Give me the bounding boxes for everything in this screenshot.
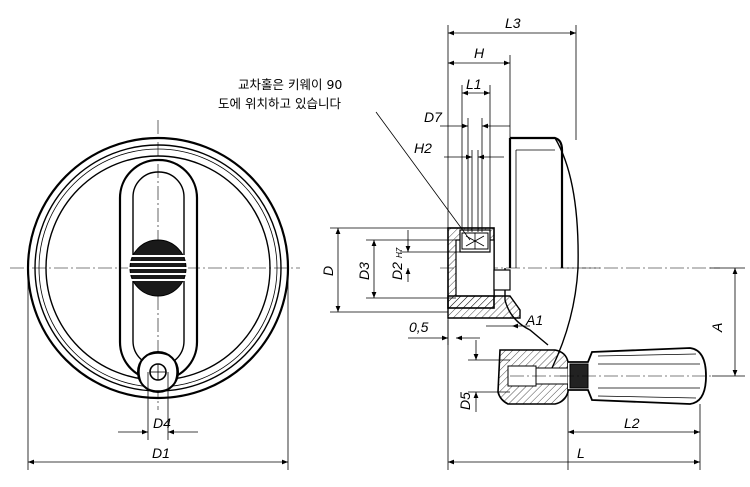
dim-label-d2-tolerance: H7 bbox=[395, 247, 404, 258]
dim-label-a1: A1 bbox=[525, 312, 543, 328]
dim-label-l2: L2 bbox=[624, 415, 640, 431]
dim-label-l1: L1 bbox=[466, 76, 482, 92]
hub-section bbox=[447, 227, 521, 319]
dim-label-d4: D4 bbox=[153, 415, 171, 431]
dim-label-a: A bbox=[709, 323, 725, 333]
front-view: D1 D4 bbox=[10, 120, 300, 470]
dim-label-l: L bbox=[577, 445, 585, 461]
dim-label-d: D bbox=[320, 266, 336, 276]
dim-label-h: H bbox=[474, 45, 485, 61]
dim-label-d7: D7 bbox=[424, 109, 443, 125]
dim-label-d1: D1 bbox=[152, 445, 170, 461]
rim-side-outline bbox=[508, 136, 564, 268]
hub-grooves bbox=[128, 239, 188, 297]
dim-label-d5: D5 bbox=[457, 392, 473, 410]
dim-label-d2: D2 bbox=[389, 262, 405, 280]
side-view: L3 H L1 D7 H2 교차홀은 키웨이 90 도에 위치하고 있습니다 D bbox=[218, 15, 745, 470]
rim-side-curve bbox=[551, 137, 579, 369]
revolving-handle bbox=[497, 347, 712, 405]
note-leader-line bbox=[375, 111, 471, 241]
note-line-2: 도에 위치하고 있습니다 bbox=[218, 96, 341, 111]
handle-knob-front bbox=[137, 351, 179, 393]
note-line-1: 교차홀은 키웨이 90 bbox=[238, 77, 342, 92]
dim-label-h2: H2 bbox=[414, 140, 432, 156]
dim-label-l3: L3 bbox=[505, 15, 521, 31]
dim-label-offset: 0,5 bbox=[409, 319, 429, 335]
dim-label-d3: D3 bbox=[356, 262, 372, 280]
